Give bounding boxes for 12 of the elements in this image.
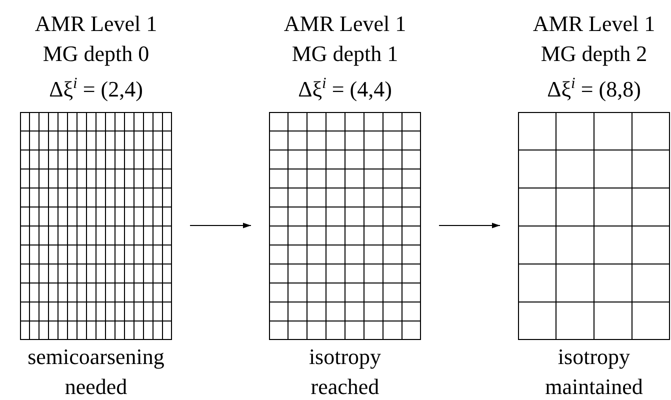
heading-text: AMR Level 1 xyxy=(34,10,158,38)
heading-text: MG depth 0 xyxy=(42,40,150,68)
caption-text: semicoarsening needed xyxy=(28,343,164,400)
heading-text: Δξ$^{i}$ = (2,4) xyxy=(49,74,143,104)
heading-text: AMR Level 1 xyxy=(532,10,656,38)
heading-text: AMR Level 1 xyxy=(284,10,406,38)
caption-text: isotropy maintained xyxy=(545,343,643,400)
heading-text: MG depth 2 xyxy=(540,40,648,68)
heading-text: MG depth 1 xyxy=(292,40,398,68)
heading-text: Δξ$^{i}$ = (8,8) xyxy=(547,74,641,104)
heading-text: Δξ$^{i}$ = (4,4) xyxy=(298,74,392,104)
caption-text: isotropy reached xyxy=(308,343,382,400)
